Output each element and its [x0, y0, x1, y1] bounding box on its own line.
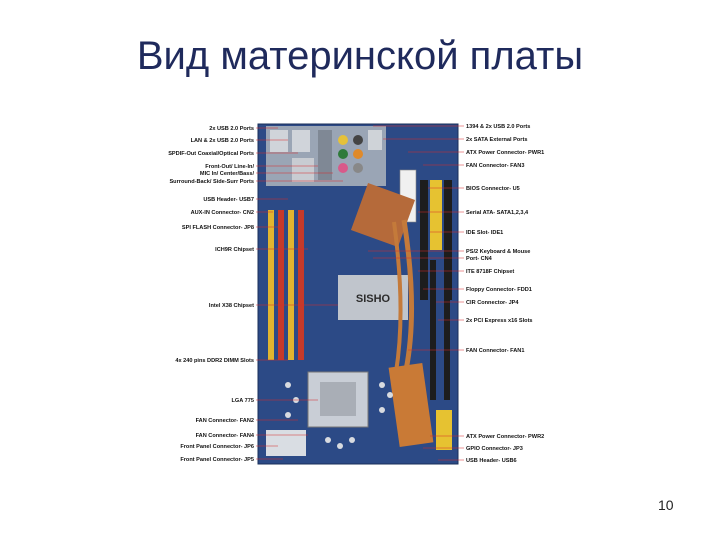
southbridge-heatsink [388, 363, 434, 447]
chipset-heatsink [350, 182, 416, 248]
callout-label-left: 2x USB 2.0 Ports [209, 126, 254, 132]
callout-label-right: BIOS Connector- U5 [466, 186, 520, 192]
dimm-slot-4 [298, 210, 304, 360]
callout-label-right: 2x SATA External Ports [466, 137, 527, 143]
callout-label-left: SPI FLASH Connector- JP8 [182, 225, 254, 231]
callout-label-right: Port- CN4 [466, 256, 493, 262]
callout-label-left: Surround-Back/ Side-Surr Ports [169, 179, 254, 185]
callout-label-left: SPDIF-Out Coaxial/Optical Ports [168, 151, 254, 157]
callout-label-left: MIC In/ Center/Bass/ [200, 171, 255, 177]
callout-label-left: LGA 775 [232, 398, 255, 404]
callout-label-left: USB Header- USB7 [203, 197, 254, 203]
callout-label-right: ATX Power Connector- PWR2 [466, 434, 544, 440]
callout-label-left: AUX-IN Connector- CN2 [191, 210, 254, 216]
callout-label-left: ICH9R Chipset [215, 247, 254, 253]
pcie-slot [430, 260, 436, 400]
callout-label-right: FAN Connector- FAN3 [466, 163, 524, 169]
slide-title: Вид материнской платы [136, 34, 584, 78]
callout-label-right: PS/2 Keyboard & Mouse [466, 249, 530, 255]
callout-label-right: ITE 8718F Chipset [466, 269, 514, 275]
callout-label-left: Front Panel Connector- JP5 [180, 457, 254, 463]
dimm-slot-3 [288, 210, 294, 360]
callout-label-right: GPIO Connector- JP3 [466, 446, 523, 452]
callout-label-right: 1394 & 2x USB 2.0 Ports [466, 124, 530, 130]
board-brand-text: SISHO [356, 293, 391, 305]
callout-label-right: USB Header- USB6 [466, 458, 517, 464]
callout-label-right: ATX Power Connector- PWR1 [466, 150, 544, 156]
dimm-slot-1 [268, 210, 274, 360]
callout-label-left: LAN & 2x USB 2.0 Ports [191, 138, 254, 144]
callout-label-left: FAN Connector- FAN4 [196, 433, 255, 439]
callout-label-left: FAN Connector- FAN2 [196, 418, 254, 424]
callout-label-right: Serial ATA- SATA1,2,3,4 [466, 210, 529, 216]
northbridge-heatsink [338, 275, 408, 320]
callout-label-left: 4x 240 pins DDR2 DIMM Slots [175, 358, 254, 364]
callout-label-right: IDE Slot- IDE1 [466, 230, 503, 236]
callout-label-right: FAN Connector- FAN1 [466, 348, 524, 354]
callout-label-left: Intel X38 Chipset [209, 303, 254, 309]
callout-label-left: Front-Out/ Line-In/ [205, 164, 254, 170]
dimm-slot-2 [278, 210, 284, 360]
callout-label-left: Front Panel Connector- JP6 [180, 444, 254, 450]
callout-label-right: Floppy Connector- FDD1 [466, 287, 532, 293]
callout-label-right: CIR Connector- JP4 [466, 300, 519, 306]
page-number: 10 [658, 497, 674, 513]
callout-label-right: 2x PCI Express x16 Slots [466, 318, 533, 324]
